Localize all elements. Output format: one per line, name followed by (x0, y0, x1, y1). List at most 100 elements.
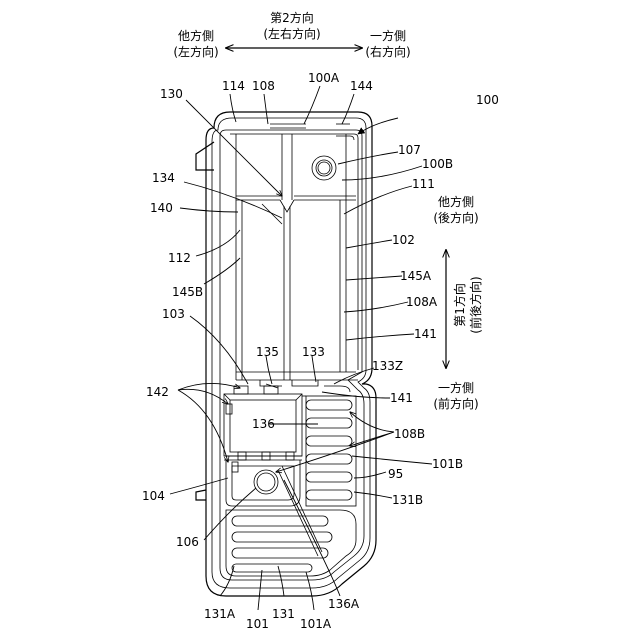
leader-107 (338, 152, 398, 164)
ref-131: 131 (272, 607, 295, 621)
ref-145b: 145B (172, 285, 203, 299)
vent-slot (306, 472, 352, 482)
first-direction-sub-label: (前後方向) (468, 276, 483, 333)
ref-104: 104 (142, 489, 165, 503)
cap-107-detail (318, 162, 330, 168)
rib-133 (292, 380, 318, 386)
second-direction-label: 第2方向 (270, 10, 314, 25)
hole-106-inner (257, 473, 275, 491)
ref-112: 112 (168, 251, 191, 265)
ref-111: 111 (412, 177, 435, 191)
vent-slots-right (302, 396, 356, 506)
ref-130: 130 (160, 87, 183, 101)
vent-slot (306, 454, 352, 464)
ref-100b: 100B (422, 157, 453, 171)
hole-106 (254, 470, 278, 494)
ref-141-upper: 141 (414, 327, 437, 341)
housing-outer-outline (206, 112, 376, 596)
leader-lines (170, 86, 432, 610)
vent-slot (306, 436, 352, 446)
vent-slot (232, 564, 312, 572)
vent-slot (306, 490, 352, 500)
leader-145a (346, 276, 402, 280)
ref-100a: 100A (308, 71, 340, 85)
ref-135: 135 (256, 345, 279, 359)
ref-133: 133 (302, 345, 325, 359)
ref-101: 101 (246, 617, 269, 631)
ref-133z: 133Z (372, 359, 403, 373)
vent-slot (306, 400, 352, 410)
ref-100: 100 (476, 93, 499, 107)
housing-inner-wall-2 (230, 134, 358, 370)
ref-108: 108 (252, 79, 275, 93)
leader-142b (178, 389, 228, 404)
other-side-rear-sub-label: (後方向) (433, 210, 478, 225)
leader-131 (278, 566, 284, 596)
leader-102 (346, 240, 392, 248)
ref-140: 140 (150, 201, 173, 215)
leader-142c (178, 390, 228, 462)
box-104 (226, 460, 300, 506)
side-mounting-tab (196, 142, 214, 170)
ref-108b: 108B (394, 427, 425, 441)
tab-142-c (226, 404, 232, 414)
direction-indicator-vertical: 他方側 (後方向) 第1方向 (前後方向) 一方側 (前方向) (433, 194, 483, 411)
cap-107-detail-2 (318, 168, 330, 174)
leader-103 (190, 316, 248, 384)
leader-145b (204, 258, 240, 284)
ref-95: 95 (388, 467, 403, 481)
one-side-right-sub-label: (右方向) (365, 44, 410, 59)
one-side-front-label: 一方側 (438, 380, 474, 395)
ref-142: 142 (146, 385, 169, 399)
leader-100b (342, 166, 422, 180)
box-136-corner-2 (296, 394, 302, 400)
inclined-rib (262, 204, 282, 224)
ref-108a: 108A (406, 295, 438, 309)
diagonal-rib-136a (278, 470, 318, 556)
vent-region-bottom (226, 510, 356, 576)
lower-side-tab (196, 490, 206, 500)
ref-131a: 131A (204, 607, 236, 621)
diagonal-rib-136a-2 (282, 466, 322, 552)
one-side-right-label: 一方側 (370, 28, 406, 43)
leader-108b-a (350, 412, 394, 432)
ref-134: 134 (152, 171, 175, 185)
other-side-left-sub-label: (左方向) (173, 44, 218, 59)
second-direction-sub-label: (左右方向) (263, 26, 320, 41)
leader-108a (344, 302, 408, 312)
one-side-front-sub-label: (前方向) (433, 396, 478, 411)
ref-101a: 101A (300, 617, 332, 631)
leader-112 (196, 230, 240, 256)
upper-right-corner-detail (336, 136, 354, 140)
small-tab-d (232, 462, 238, 472)
vent-slots-bottom (226, 510, 356, 576)
ref-114: 114 (222, 79, 245, 93)
leader-100 (358, 118, 398, 134)
ref-101b: 101B (432, 457, 463, 471)
vent-slot (232, 548, 328, 558)
leader-131b (354, 492, 392, 498)
leader-133 (312, 356, 316, 382)
leader-101a (306, 572, 314, 610)
first-direction-label: 第1方向 (452, 283, 467, 327)
leader-140 (180, 208, 238, 212)
leader-144 (342, 94, 354, 124)
ref-106: 106 (176, 535, 199, 549)
ref-141-lower: 141 (390, 391, 413, 405)
housing-body (196, 112, 376, 596)
ref-144: 144 (350, 79, 373, 93)
other-side-rear-label: 他方側 (438, 194, 474, 209)
leader-141a (346, 334, 414, 340)
other-side-left-label: 他方側 (178, 28, 214, 43)
ref-131b: 131B (392, 493, 423, 507)
ref-145a: 145A (400, 269, 432, 283)
vent-region-right (306, 396, 356, 506)
vent-slot (306, 418, 352, 428)
ref-103: 103 (162, 307, 185, 321)
center-partition-point (280, 200, 294, 212)
ref-107: 107 (398, 143, 421, 157)
leader-108 (264, 94, 268, 124)
rib-133z (324, 386, 350, 392)
ref-136: 136 (252, 417, 275, 431)
